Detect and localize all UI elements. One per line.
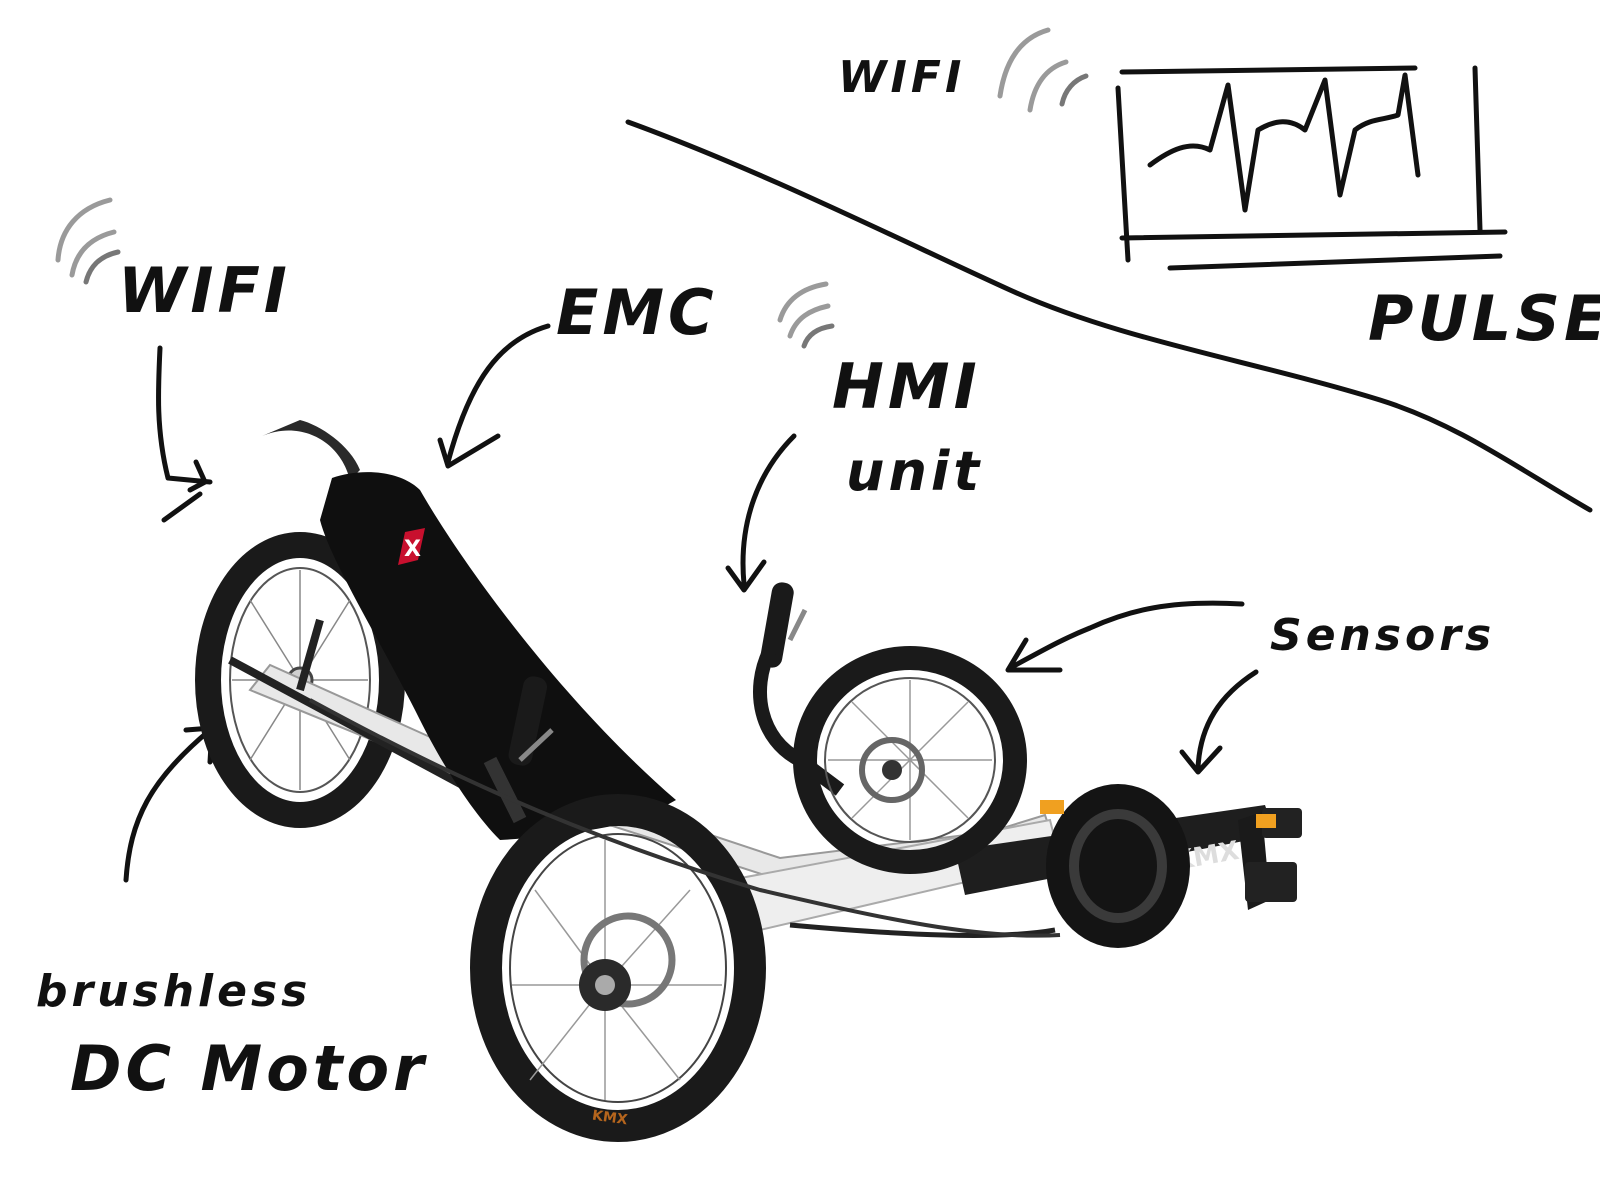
wifi-signal-icon (55, 197, 121, 285)
arrow-icon (187, 459, 208, 493)
arrow-icon (161, 491, 203, 523)
seat: X (262, 420, 676, 840)
pulse-label: PULSE (1368, 282, 1600, 355)
pulse-waveform-icon (1115, 65, 1508, 271)
hmi-label: HMI (832, 350, 981, 423)
arrow-icon (740, 433, 797, 587)
seat-badge-icon: X (398, 528, 425, 565)
motor-label: brushless (36, 966, 311, 1017)
crankset (789, 784, 1302, 948)
seat-badge: X (404, 537, 421, 562)
emc-label: EMC (556, 276, 718, 349)
motor-dc-label: DC Motor (70, 1032, 428, 1105)
front-left-wheel: KMX (470, 794, 766, 1142)
arrow-icon (437, 433, 501, 469)
arrow-icon (1195, 669, 1259, 771)
divider-line (625, 119, 1593, 513)
recumbent-trike-image: KMX X (195, 420, 1302, 1142)
arrow-icon (445, 323, 551, 465)
sensors-label: Sensors (1270, 610, 1495, 661)
arrow-icon (156, 345, 213, 485)
hmi-unit-label: unit (846, 440, 983, 503)
reflector (1256, 814, 1276, 828)
pedal (1245, 862, 1297, 902)
arrow-icon (123, 727, 213, 883)
arrow-icon (725, 559, 767, 593)
reflector (1040, 800, 1064, 814)
front-right-wheel (793, 646, 1027, 874)
tire-brand-text: KMX (591, 1108, 629, 1129)
chain (309, 698, 1061, 938)
arrow-icon (1007, 600, 1245, 671)
arrow-icon (1005, 637, 1063, 673)
handlebar-left (483, 676, 554, 824)
wifi-top-label: WIFI (838, 52, 965, 103)
wifi-signal-icon (777, 281, 835, 349)
wifi-left-label: WIFI (118, 254, 291, 327)
wifi-signal-icon (997, 27, 1089, 113)
arrow-icon (1179, 745, 1223, 775)
